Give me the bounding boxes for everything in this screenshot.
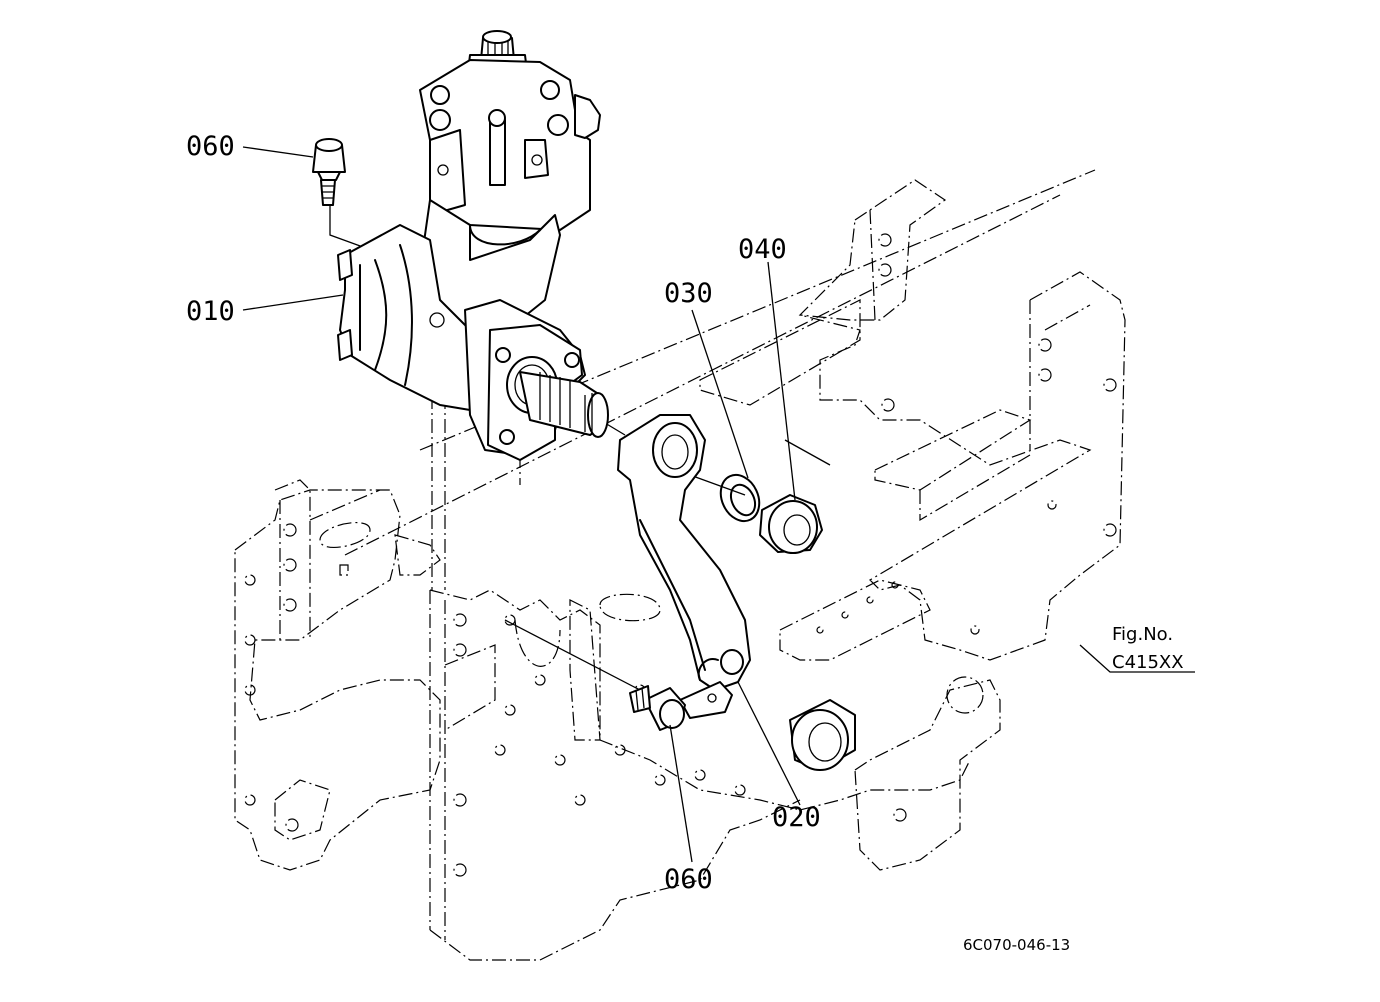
frame-phantom [234,169,1126,961]
bolt-060-lower[interactable] [629,681,733,731]
figure-ref-label: Fig.No. [1112,624,1173,645]
callout-060-lower: 060 [664,864,713,895]
callout-040: 040 [738,234,787,265]
snap-ring[interactable] [714,469,767,528]
pitman-arm[interactable] [617,414,751,691]
figure-ref-code[interactable]: C415XX [1112,652,1184,673]
bushing [789,699,856,771]
callout-060-upper: 060 [186,131,235,162]
callout-030: 030 [664,278,713,309]
callout-leaders [242,146,801,863]
castle-nut[interactable] [759,494,823,554]
assembly-axis-lines [329,205,1195,691]
callout-010: 010 [186,296,235,327]
drawing-code: 6C070-046-13 [963,936,1070,954]
bolt-060-upper[interactable] [312,138,346,206]
callout-020: 020 [772,802,821,833]
steering-gearbox[interactable] [337,30,609,461]
